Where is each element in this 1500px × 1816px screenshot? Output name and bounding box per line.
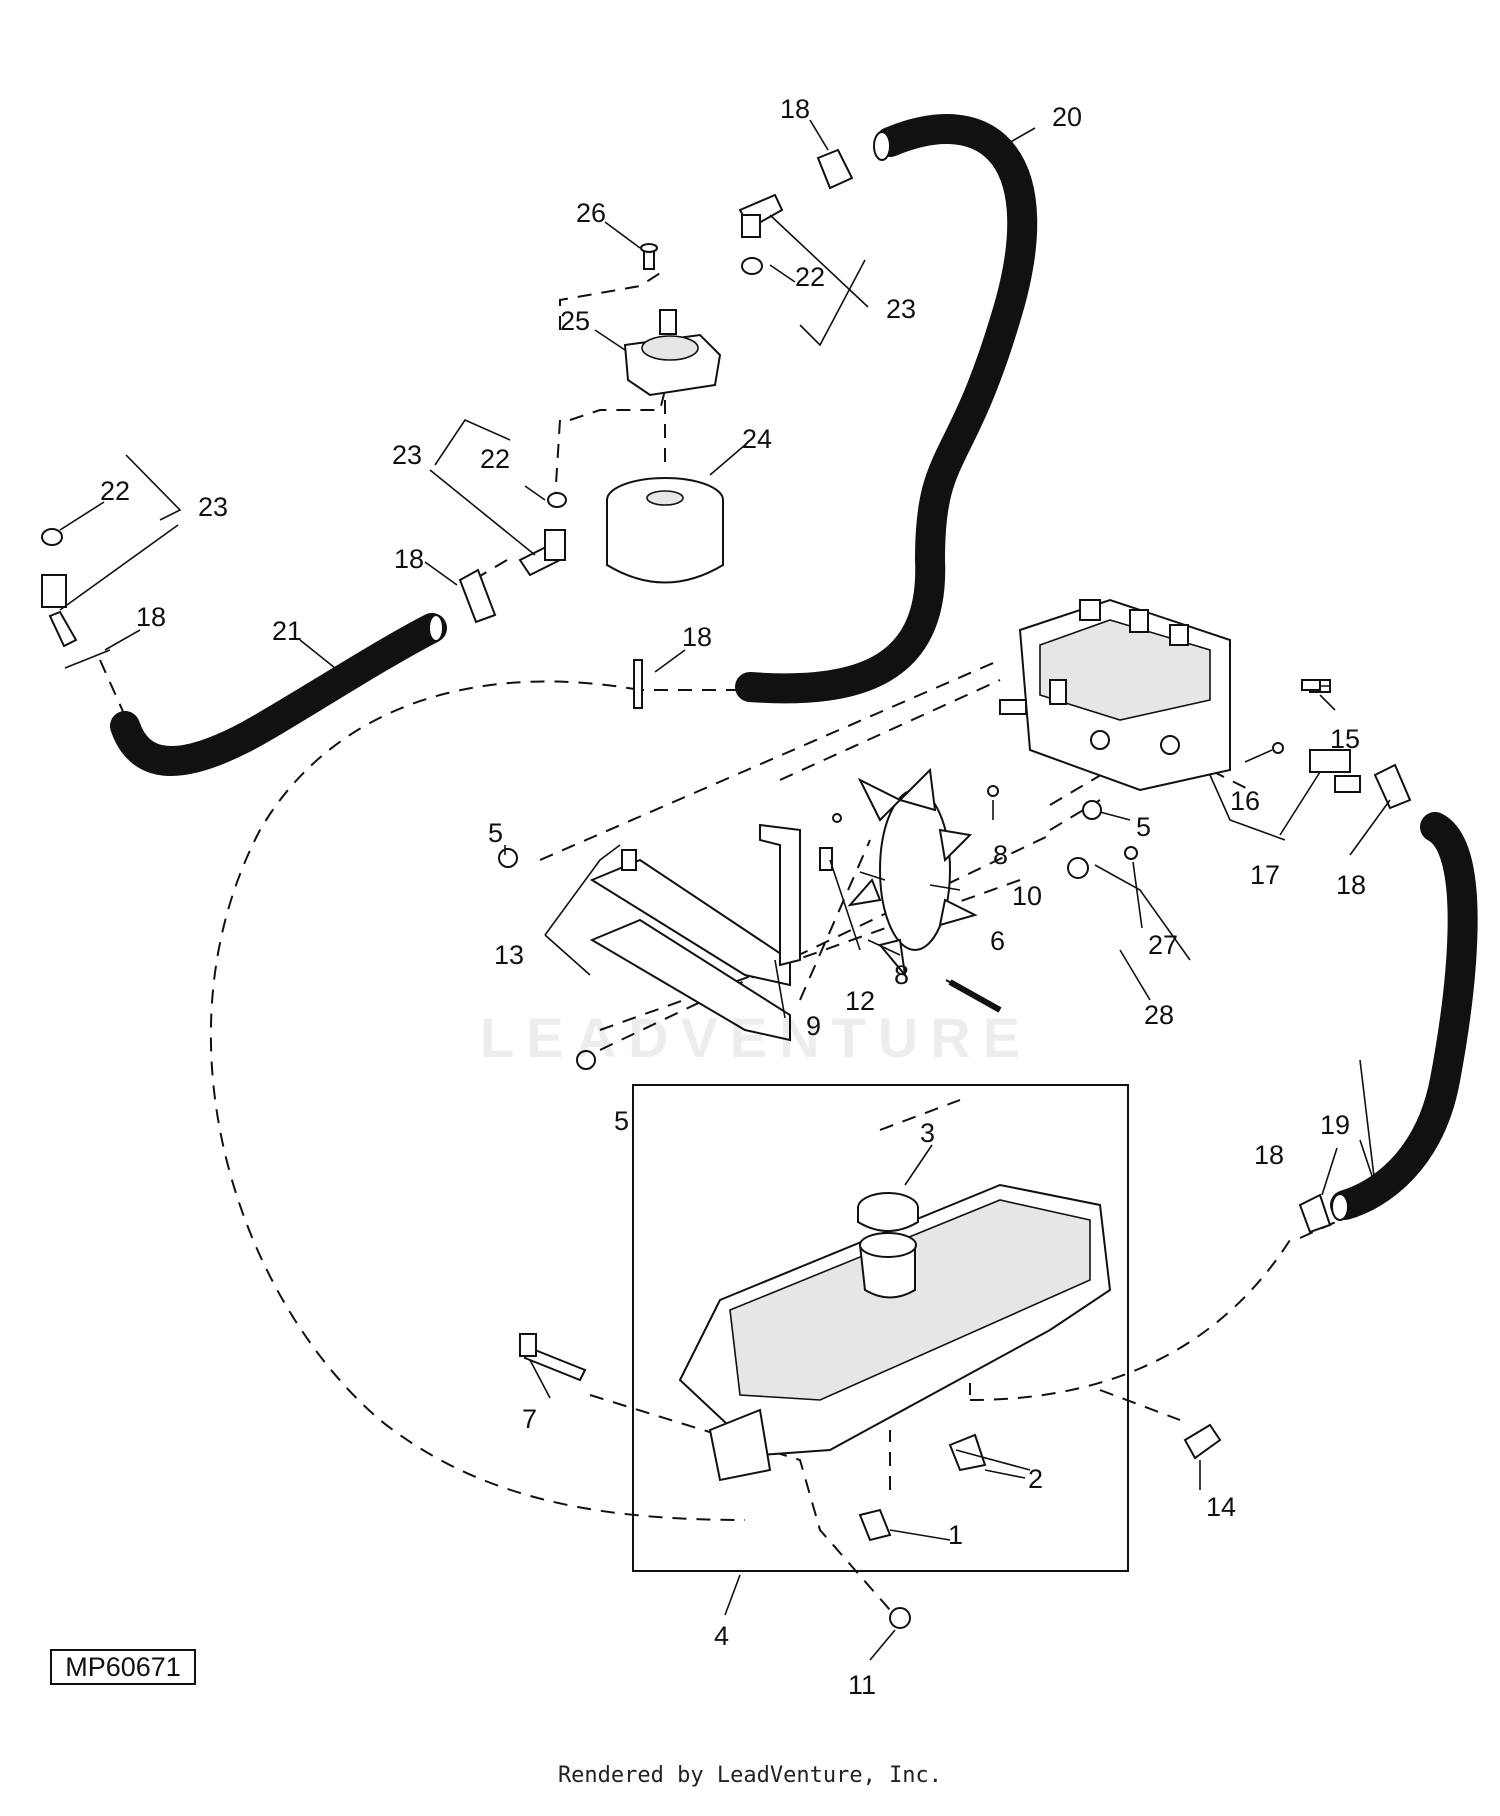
callout-19: 19 (1320, 1110, 1350, 1140)
callout-22a: 22 (795, 262, 825, 292)
callout-27: 27 (1148, 930, 1178, 960)
callout-6: 6 (990, 926, 1005, 956)
hoses (110, 114, 1478, 1221)
callout-22c: 22 (100, 476, 130, 506)
valve-block (999, 598, 1361, 793)
callout-9: 9 (806, 1011, 821, 1041)
callout-18a: 18 (780, 94, 810, 124)
callout-5c: 5 (614, 1106, 629, 1136)
callout-11: 11 (848, 1670, 876, 1700)
callout-15: 15 (1330, 724, 1360, 754)
watermark: LEADVENTURE (480, 1006, 1033, 1069)
fittings (41, 148, 1412, 1460)
callout-24: 24 (742, 424, 772, 454)
callouts: 1 2 3 4 5 5 5 6 7 8 8 9 10 11 12 13 14 1… (100, 94, 1366, 1700)
callout-28: 28 (1144, 1000, 1174, 1030)
callout-4: 4 (714, 1621, 729, 1651)
callout-18e: 18 (1336, 870, 1366, 900)
leader-lines (59, 119, 1391, 1661)
callout-12: 12 (845, 986, 875, 1016)
callout-5a: 5 (488, 818, 503, 848)
footer-credit: Rendered by LeadVenture, Inc. (557, 1763, 943, 1788)
callout-1: 1 (948, 1520, 963, 1550)
callout-17: 17 (1250, 860, 1280, 890)
callout-3: 3 (920, 1118, 935, 1148)
callout-23c: 23 (198, 492, 228, 522)
callout-21: 21 (272, 616, 302, 646)
callout-13: 13 (494, 940, 524, 970)
diagram-code: MP60671 (50, 1649, 196, 1685)
callout-2: 2 (1028, 1464, 1043, 1494)
hose-20 (735, 114, 1038, 704)
callout-23a: 23 (886, 294, 916, 324)
callout-10: 10 (1012, 881, 1042, 911)
callout-18d: 18 (682, 622, 712, 652)
callout-8b: 8 (894, 960, 909, 990)
callout-7: 7 (522, 1404, 537, 1434)
hose-21 (110, 613, 447, 776)
fan-and-brackets (498, 679, 1321, 1070)
filter-assembly (606, 243, 724, 584)
callout-20: 20 (1052, 102, 1082, 132)
fuel-tank-assembly (519, 1084, 1129, 1629)
callout-18b: 18 (394, 544, 424, 574)
callout-22b: 22 (480, 444, 510, 474)
callout-18c: 18 (136, 602, 166, 632)
callout-26: 26 (576, 198, 606, 228)
callout-25: 25 (560, 306, 590, 336)
callout-5b: 5 (1136, 812, 1151, 842)
hose-19 (1330, 812, 1478, 1220)
callout-16: 16 (1230, 786, 1260, 816)
callout-23b: 23 (392, 440, 422, 470)
callout-8a: 8 (993, 840, 1008, 870)
callout-18f: 18 (1254, 1140, 1284, 1170)
callout-14: 14 (1206, 1492, 1236, 1522)
